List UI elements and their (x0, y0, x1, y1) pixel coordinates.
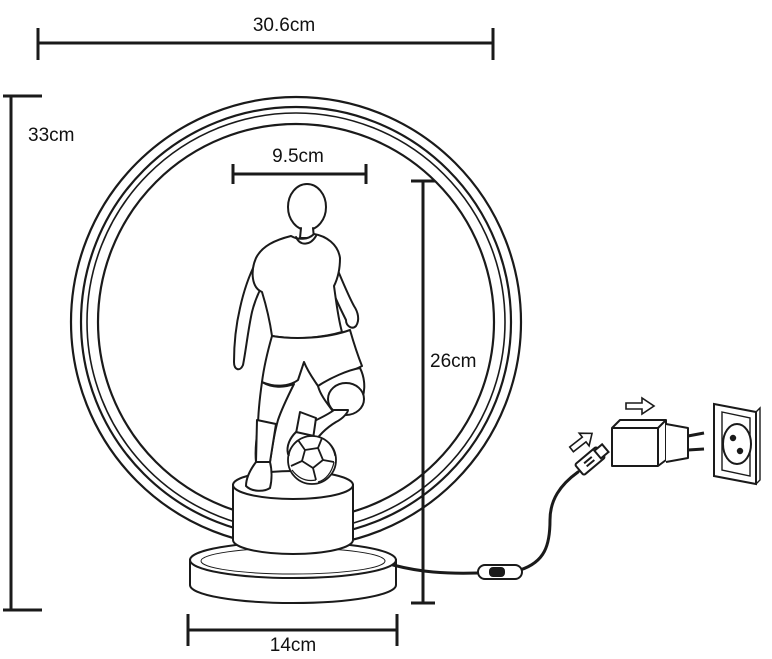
dimension-top-width (36, 28, 495, 60)
base-width-label: 14cm (270, 635, 316, 656)
total-height-label: 33cm (28, 125, 74, 146)
lamp-base (189, 541, 397, 604)
power-adapter (611, 419, 705, 467)
plug-in-arrow-icon (568, 432, 594, 453)
inline-switch (477, 564, 523, 580)
top-width-label: 30.6cm (253, 15, 315, 36)
power-cable (391, 470, 580, 575)
figure-width-label: 9.5cm (272, 146, 324, 167)
player-head (287, 183, 327, 231)
dimension-figure-width (231, 164, 368, 184)
ring-height-label: 26cm (430, 351, 476, 372)
football-player-figure (233, 183, 366, 492)
socket-arrow-icon (625, 396, 656, 416)
wall-socket (713, 402, 761, 486)
usb-connector (574, 442, 610, 476)
football (287, 435, 337, 485)
dimension-total-height (3, 94, 42, 612)
dimension-base-width (186, 614, 399, 646)
dimension-ring-height (411, 179, 435, 605)
